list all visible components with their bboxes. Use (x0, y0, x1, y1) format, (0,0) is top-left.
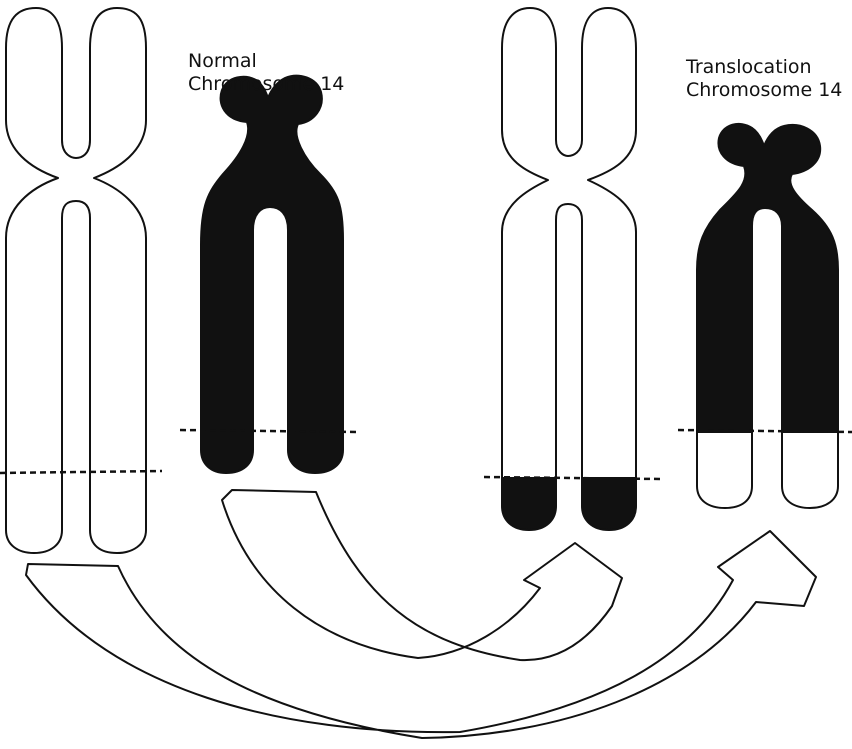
label-line: Translocation (686, 56, 842, 79)
arrow-normal14-segment-to-partner (222, 490, 622, 660)
label-line: Chromosome 14 (686, 79, 842, 102)
partner-chromosome-derivative (484, 8, 660, 530)
translocated-segment (502, 478, 636, 530)
normal-chromosome-14 (180, 76, 358, 473)
translocation-chromosome-14 (678, 124, 852, 508)
partner-chromosome-normal (0, 8, 162, 553)
label-translocation-chromosome-14: Translocation Chromosome 14 (686, 56, 842, 102)
label-line: Normal (188, 50, 344, 73)
received-segment (697, 432, 838, 508)
label-normal-chromosome-14: Normal Chromosome 14 (188, 50, 344, 96)
label-line: Chromosome 14 (188, 73, 344, 96)
